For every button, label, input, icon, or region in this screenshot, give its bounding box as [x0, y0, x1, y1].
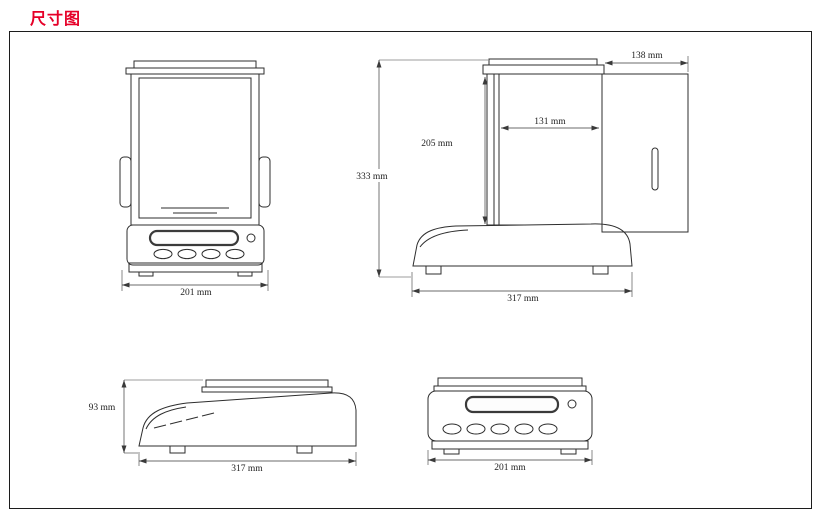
base-profile — [138, 392, 357, 447]
view-side-with-draft-shield: 138 mm 333 mm 205 mm 131 mm 317 mm — [350, 51, 689, 304]
label-backing — [350, 169, 394, 182]
dim-label-chamber-height: 205 mm — [421, 139, 453, 149]
view-side-base-unit: 93 mm 317 mm — [89, 379, 357, 474]
weighing-pan-plate — [205, 379, 329, 388]
dim-label-front-width: 201 mm — [180, 288, 212, 298]
button — [225, 248, 245, 260]
button — [514, 423, 534, 435]
button — [442, 423, 462, 435]
foot-left — [443, 448, 460, 455]
base-profile — [412, 223, 633, 267]
keypad-mark — [153, 424, 167, 429]
view-front-base-unit: 201 mm — [427, 377, 593, 473]
dim-label-chamber-depth: 131 mm — [534, 117, 566, 127]
keypad-mark — [201, 412, 215, 417]
dim-label-base-height: 93 mm — [89, 403, 116, 413]
top-handle-plate — [488, 58, 598, 66]
dim-label-base-width: 201 mm — [494, 463, 526, 473]
dim-label-base-depth: 317 mm — [507, 294, 539, 304]
foot-rear — [296, 445, 313, 454]
page-title: 尺寸图 — [30, 11, 82, 28]
display — [148, 229, 240, 247]
foot-front — [425, 265, 442, 275]
foot-front — [169, 445, 186, 454]
weighing-pan-lip — [433, 385, 587, 392]
base-contour — [419, 229, 469, 248]
glass-chamber-inner — [138, 77, 252, 219]
side-handle-right — [258, 156, 271, 208]
base-plate — [431, 440, 589, 450]
side-handle-left — [119, 156, 132, 208]
sliding-door — [601, 73, 689, 233]
level-indicator — [567, 399, 577, 409]
button — [466, 423, 486, 435]
foot-left — [138, 271, 154, 277]
dim-label-total-height: 333 mm — [356, 172, 388, 182]
foot-rear — [592, 265, 609, 275]
button — [538, 423, 558, 435]
base-contour — [145, 406, 187, 430]
top-lid — [125, 67, 265, 75]
dim-label-door-opening: 138 mm — [631, 51, 663, 61]
base-plate — [128, 262, 263, 273]
door-handle — [651, 147, 659, 191]
button — [177, 248, 197, 260]
keypad-mark — [169, 420, 183, 425]
keypad-mark — [185, 416, 199, 421]
weighing-pan-plate — [437, 377, 583, 387]
glass-chamber — [130, 73, 260, 226]
level-indicator — [246, 233, 256, 243]
display — [464, 395, 560, 414]
view-front-with-draft-shield: 201 mm — [119, 60, 271, 298]
weighing-pan-lip — [201, 386, 333, 393]
button — [490, 423, 510, 435]
glass-chamber — [486, 73, 603, 226]
foot-right — [560, 448, 577, 455]
top-lid — [482, 64, 605, 75]
foot-right — [237, 271, 253, 277]
button — [201, 248, 221, 260]
button — [153, 248, 173, 260]
dim-label-base-depth: 317 mm — [231, 464, 263, 474]
top-handle-plate — [133, 60, 257, 69]
